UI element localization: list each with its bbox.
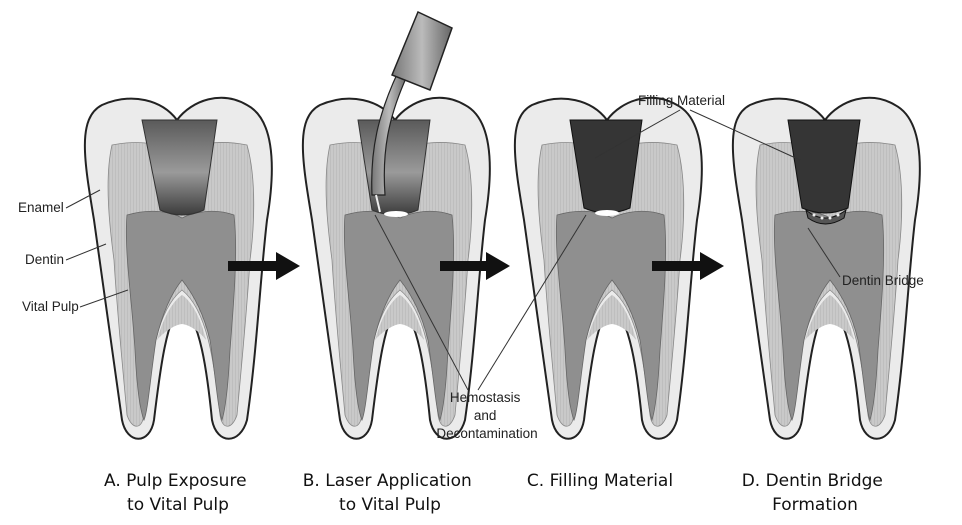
caption-c: C. Filling Material	[527, 471, 673, 491]
laser-spot	[384, 211, 408, 217]
caption-d: D. Dentin Bridge Formation	[742, 471, 889, 515]
label-dentin: Dentin	[25, 252, 64, 267]
capping-layer	[595, 210, 619, 216]
caption-b: B. Laser Application to Vital Pulp	[303, 471, 477, 515]
caption-a: A. Pulp Exposure to Vital Pulp	[104, 471, 252, 515]
label-vital-pulp: Vital Pulp	[22, 299, 79, 314]
label-enamel: Enamel	[18, 200, 64, 215]
tooth-d	[733, 98, 920, 439]
label-filling-material: Filling Material	[638, 93, 725, 108]
label-dentin-bridge: Dentin Bridge	[842, 273, 924, 288]
